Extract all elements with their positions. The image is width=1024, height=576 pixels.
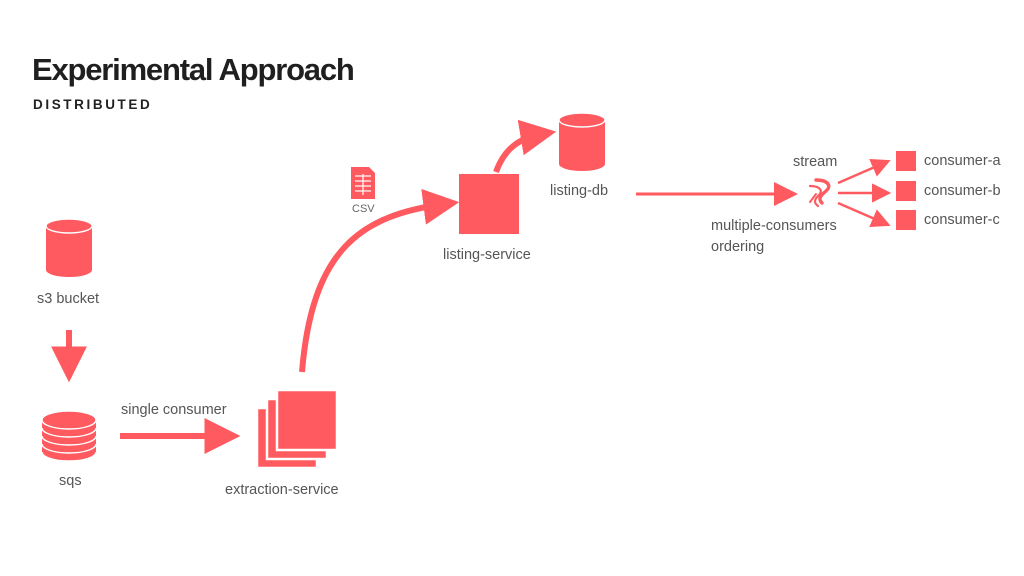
csv-label: CSV bbox=[352, 203, 375, 215]
arrow-stream-to-consumer-c bbox=[837, 201, 891, 228]
page-title: Experimental Approach bbox=[32, 52, 355, 87]
listing-service-square-icon bbox=[459, 174, 519, 234]
consumer-c-label: consumer-c bbox=[924, 212, 1000, 228]
page-subtitle: DISTRIBUTED bbox=[33, 97, 153, 112]
csv-file-icon bbox=[351, 167, 375, 199]
listing-service-label: listing-service bbox=[443, 247, 531, 263]
extraction-service-stacked-icon bbox=[255, 388, 339, 470]
consumer-a-label: consumer-a bbox=[924, 153, 1001, 169]
sqs-label: sqs bbox=[59, 473, 82, 489]
listing-db-label: listing-db bbox=[550, 183, 609, 199]
consumer-c-square-icon bbox=[896, 210, 916, 230]
arrow-listing-to-db bbox=[493, 119, 557, 174]
sqs-queue-stack-icon bbox=[41, 410, 97, 462]
multiple-consumers-text: multiple-consumers bbox=[711, 218, 837, 234]
s3-bucket-label: s3 bucket bbox=[37, 291, 100, 307]
listing-db-database-icon bbox=[558, 112, 606, 171]
s3-bucket-database-icon bbox=[45, 218, 93, 277]
extraction-service-label: extraction-service bbox=[225, 482, 339, 498]
consumer-b-square-icon bbox=[896, 181, 916, 201]
arrow-extraction-to-listing bbox=[299, 188, 460, 373]
arrow-stream-to-consumer-a bbox=[837, 158, 891, 185]
kinesis-stream-icon bbox=[808, 178, 831, 208]
stream-label: stream bbox=[793, 154, 838, 170]
consumer-a-square-icon bbox=[896, 151, 916, 171]
ordering-text: ordering bbox=[711, 239, 765, 255]
consumer-b-label: consumer-b bbox=[924, 183, 1001, 199]
single-consumer-label: single consumer bbox=[121, 402, 227, 418]
multiple-consumers-ordering-label: multiple-consumers ordering bbox=[711, 216, 837, 258]
